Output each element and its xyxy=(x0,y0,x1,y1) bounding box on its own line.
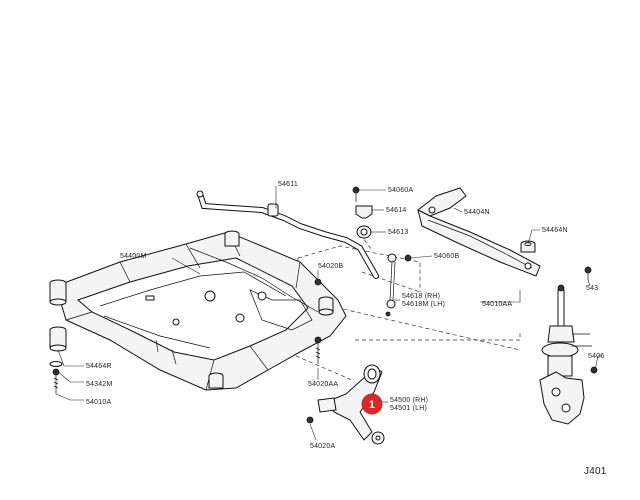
label-54010aa: 54010AA xyxy=(482,301,512,308)
transverse-link-lower-arm[interactable] xyxy=(317,364,385,445)
bolt-543[interactable] xyxy=(584,266,592,280)
bushing-54464n[interactable] xyxy=(520,240,536,253)
label-54020b: 54020B xyxy=(318,263,343,270)
callout-marker[interactable]: 1 xyxy=(361,393,383,415)
stabilizer-connecting-rod[interactable] xyxy=(385,253,397,317)
washer-54342m[interactable] xyxy=(49,361,63,367)
label-54060b: 54060B xyxy=(434,253,459,260)
member-stay-54404n[interactable] xyxy=(417,187,541,277)
label-54020a: 54020A xyxy=(310,443,335,450)
label-54501-lh: 54501 (LH) xyxy=(390,405,427,412)
member-mount-bushing-top-left[interactable] xyxy=(224,230,240,247)
callout-number: 1 xyxy=(369,399,375,411)
label-5406: 5406 xyxy=(588,353,604,360)
label-54010a: 54010A xyxy=(86,399,111,406)
member-mount-bushing-rear-right[interactable] xyxy=(318,296,334,316)
label-54464r: 54464R xyxy=(86,363,112,370)
bolt-54010a[interactable] xyxy=(52,368,60,394)
strut-assembly[interactable] xyxy=(539,284,592,425)
stabilizer-bushing-left[interactable] xyxy=(267,203,279,217)
bolt-54020b[interactable] xyxy=(314,278,322,286)
label-54342m: 54342M xyxy=(86,381,113,388)
label-54613: 54613 xyxy=(388,229,408,236)
stabilizer-clamp-54614[interactable] xyxy=(355,205,373,219)
label-54404n: 54404N xyxy=(464,209,490,216)
label-54611: 54611 xyxy=(278,181,298,188)
nut-5406[interactable] xyxy=(590,366,598,374)
bushing-54464r[interactable] xyxy=(49,326,67,352)
suspension-member[interactable] xyxy=(55,231,347,391)
bolt-54020a[interactable] xyxy=(306,416,314,424)
bolt-54060a[interactable] xyxy=(352,186,360,202)
member-mount-bushing-front-left[interactable] xyxy=(49,279,67,306)
member-mount-bushing-rear-left[interactable] xyxy=(208,372,224,389)
label-54020aa: 54020AA xyxy=(308,381,338,388)
label-54618-rh: 54618 (RH) xyxy=(402,293,440,300)
label-543: 543 xyxy=(586,285,598,292)
diagram-code: J401 xyxy=(584,466,607,477)
label-54464n: 54464N xyxy=(542,227,568,234)
label-54060a: 54060A xyxy=(388,187,413,194)
bolt-54020aa[interactable] xyxy=(314,336,322,364)
leader-lines xyxy=(55,186,602,441)
stabilizer-bar[interactable] xyxy=(196,190,379,279)
label-54614: 54614 xyxy=(386,207,406,214)
label-54400m: 54400M xyxy=(120,253,147,260)
label-54618m-lh: 54618M (LH) xyxy=(402,301,445,308)
stabilizer-bushing-54613[interactable] xyxy=(356,225,372,239)
label-54500-rh: 54500 (RH) xyxy=(390,397,428,404)
